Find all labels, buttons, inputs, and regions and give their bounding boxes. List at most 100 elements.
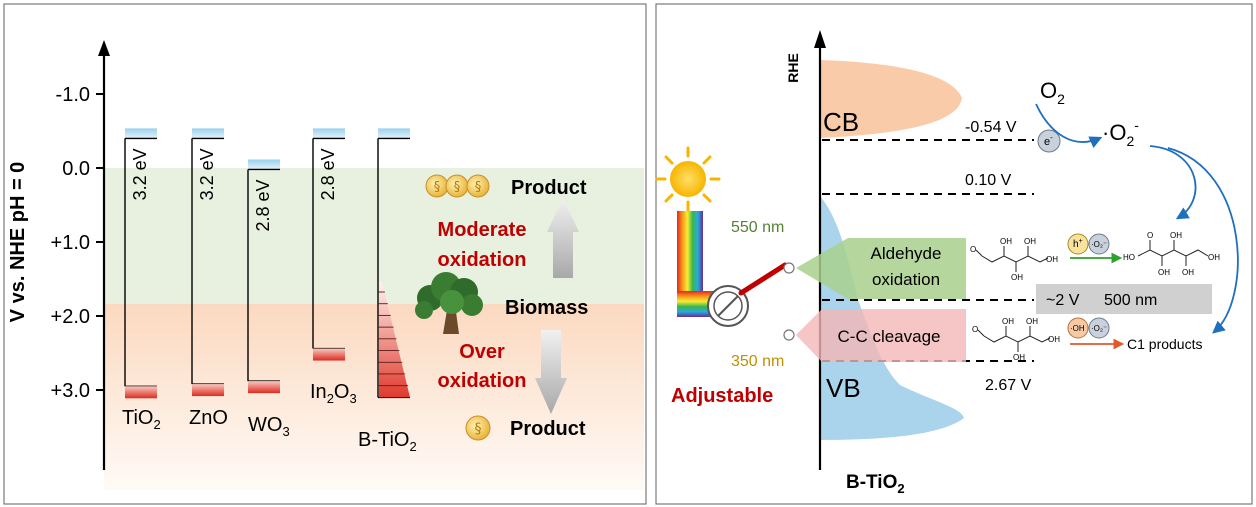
product-top-label: Product — [511, 177, 587, 199]
vb-block-in2o3 — [313, 348, 345, 361]
level-mid-label: 0.10 V — [965, 172, 1012, 189]
y-axis-ticks: -1.0 0.0 +1.0 +2.0 +3.0 — [51, 84, 104, 402]
svg-text:OH: OH — [1011, 273, 1023, 282]
hydroxyl-bubble — [1067, 317, 1089, 339]
level-vb-label: 2.67 V — [985, 377, 1032, 394]
superoxide-label: ·O2- — [1102, 117, 1139, 149]
svg-text:O: O — [1147, 231, 1153, 240]
aldehyde-oxidation-label: oxidation — [872, 270, 940, 289]
acid-product-molecule-icon — [1137, 240, 1209, 266]
svg-text:O: O — [970, 245, 976, 254]
over-label: Over — [459, 341, 505, 363]
aldehyde-oxidation-beam — [796, 238, 966, 299]
valence-band-shape — [820, 196, 964, 440]
b-tio2-midgap-states — [379, 282, 410, 398]
wavelength-350-label: 350 nm — [731, 353, 784, 370]
hole-bubble — [1067, 233, 1089, 255]
over-oxidation-zone-background — [104, 304, 644, 490]
cb-block-tio2 — [125, 128, 157, 139]
svg-text:O: O — [972, 325, 978, 334]
wavelength-550-label: 550 nm — [731, 219, 784, 236]
right-panel: RHE CB VB -0.54 V 0.10 V 2.67 V e- O2 ·O… — [655, 3, 1253, 505]
svg-text:OH: OH — [1026, 317, 1038, 326]
hole-label: h+ — [1073, 238, 1083, 250]
cb-block-b-tio2 — [378, 128, 410, 139]
cc-cleavage-beam — [796, 309, 966, 362]
cc-cleavage-label: C-C cleavage — [838, 327, 941, 346]
y-tick-label-4: +3.0 — [51, 380, 90, 402]
svg-text:OH: OH — [1048, 335, 1060, 344]
superoxide-to-c1-arrow — [1167, 147, 1239, 334]
hydroxyl-label: ·OH — [1070, 324, 1085, 333]
up-arrow — [547, 198, 579, 278]
svg-text:§: § — [475, 421, 482, 437]
material-label-wo3: WO3 — [248, 414, 290, 439]
svg-text:§: § — [454, 180, 461, 195]
superoxide-to-product-arrow — [1149, 145, 1197, 220]
electron-bubble — [1037, 129, 1061, 153]
product-coin-bottom: § — [465, 415, 491, 441]
sugar-molecule-upper-icon — [975, 246, 1049, 272]
svg-text:OH: OH — [1000, 237, 1012, 246]
c1-products-label: C1 products — [1127, 336, 1202, 352]
o2-to-superoxide-arrow — [1035, 103, 1103, 148]
moderate-oxidation-label: oxidation — [438, 249, 527, 271]
svg-text:OH: OH — [1208, 253, 1220, 262]
bandgap-label-wo3: 2.8 eV — [253, 179, 273, 231]
down-arrow — [535, 330, 567, 414]
right-material-label: B-TiO2 — [846, 472, 905, 496]
superoxide-bubble-upper — [1088, 233, 1110, 255]
sugar-molecule-lower-icon — [977, 326, 1051, 352]
vb-block-wo3 — [248, 381, 280, 394]
svg-text:§: § — [434, 180, 441, 195]
over-oxidation-label: oxidation — [438, 370, 527, 392]
svg-text:·O₂⁻: ·O₂⁻ — [1091, 240, 1107, 249]
material-label-tio2: TiO2 — [122, 407, 161, 432]
superoxide-bubble-lower — [1088, 317, 1110, 339]
y-tick-label-1: 0.0 — [62, 158, 90, 180]
biomass-label: Biomass — [505, 297, 588, 319]
tree-icon — [415, 272, 483, 334]
svg-text:·O₂⁻: ·O₂⁻ — [1091, 324, 1107, 333]
adjustable-label: Adjustable — [671, 385, 773, 407]
y-tick-label-3: +2.0 — [51, 306, 90, 328]
svg-text:OH: OH — [1024, 237, 1036, 246]
svg-text:OH: OH — [1013, 353, 1025, 362]
svg-text:OH: OH — [1046, 255, 1058, 264]
rhe-axis-label: RHE — [785, 53, 801, 83]
cb-label: CB — [823, 107, 859, 137]
cb-block-in2o3 — [313, 128, 345, 139]
bandgap-label-zno: 3.2 eV — [197, 148, 217, 200]
vb-block-zno — [192, 384, 224, 397]
vb-label: VB — [826, 373, 861, 403]
svg-text:OH: OH — [1158, 268, 1170, 277]
rhe-axis-arrowhead — [814, 30, 826, 48]
product-bottom-label: Product — [510, 418, 586, 440]
cb-block-wo3 — [248, 159, 280, 170]
bandgap-label-in2o3: 2.8 eV — [318, 148, 338, 200]
y-tick-label-0: -1.0 — [56, 84, 90, 106]
cb-block-zno — [192, 128, 224, 139]
svg-text:OH: OH — [1002, 317, 1014, 326]
semiconductor-bands: 3.2 eV 3.2 eV 2.8 eV 2.8 eV — [124, 128, 410, 399]
svg-text:§: § — [475, 180, 482, 195]
material-label-in2o3: In2O3 — [310, 381, 357, 406]
potential-box-voltage: ~2 V — [1046, 292, 1080, 309]
o2-label: O2 — [1040, 78, 1065, 107]
aldehyde-label: Aldehyde — [871, 244, 942, 263]
moderate-label: Moderate — [438, 219, 527, 241]
vb-block-tio2 — [125, 386, 157, 399]
level-cb-label: -0.54 V — [965, 119, 1017, 136]
svg-text:OH: OH — [1170, 231, 1182, 240]
electron-label: e- — [1044, 133, 1053, 148]
y-axis-label: V vs. NHE pH = 0 — [7, 162, 29, 323]
conduction-band-shape — [820, 60, 962, 138]
product-coins-top: § § § — [425, 174, 490, 198]
svg-text:OH: OH — [1182, 268, 1194, 277]
y-tick-label-2: +1.0 — [51, 232, 90, 254]
bandgap-label-tio2: 3.2 eV — [130, 148, 150, 200]
material-label-b-tio2: B-TiO2 — [358, 429, 417, 454]
left-panel: -1.0 0.0 +1.0 +2.0 +3.0 V vs. NHE pH = 0 3.2… — [3, 3, 647, 505]
wavelength-filter-icon — [707, 262, 795, 341]
